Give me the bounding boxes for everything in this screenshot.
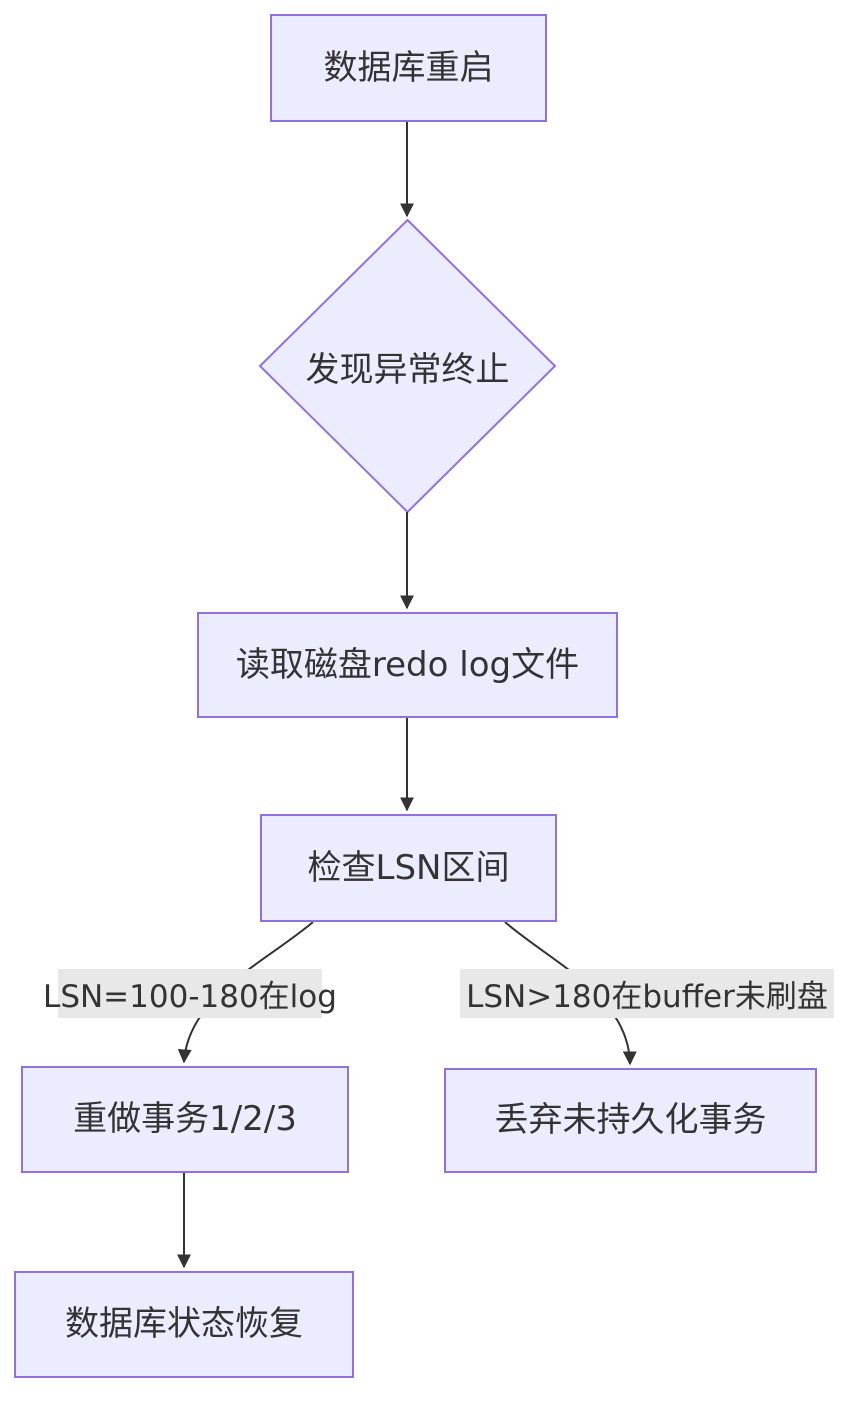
node-check-lsn-range: 检查LSN区间 xyxy=(260,814,557,922)
node-label: 数据库状态恢复 xyxy=(65,1304,303,1345)
node-read-redo-log: 读取磁盘redo log文件 xyxy=(197,612,618,718)
edge-label-lsn-in-buffer: LSN>180在buffer未刷盘 xyxy=(460,969,834,1018)
node-label: 数据库重启 xyxy=(323,47,494,88)
node-discard-transactions: 丢弃未持久化事务 xyxy=(444,1068,817,1173)
node-abnormal-termination: 发现异常终止 xyxy=(272,336,543,396)
node-label: 发现异常终止 xyxy=(305,349,510,390)
edge-label-text: LSN>180在buffer未刷盘 xyxy=(466,979,828,1015)
node-database-restart: 数据库重启 xyxy=(270,14,547,122)
node-database-recovered: 数据库状态恢复 xyxy=(14,1271,354,1378)
edge-label-lsn-in-log: LSN=100-180在log xyxy=(43,969,337,1018)
node-label: 读取磁盘redo log文件 xyxy=(235,644,580,685)
node-label: 重做事务1/2/3 xyxy=(73,1099,297,1140)
node-redo-transactions: 重做事务1/2/3 xyxy=(21,1066,349,1173)
node-label: 检查LSN区间 xyxy=(307,847,510,888)
node-label: 丢弃未持久化事务 xyxy=(494,1100,767,1141)
edge-label-text: LSN=100-180在log xyxy=(43,979,337,1015)
